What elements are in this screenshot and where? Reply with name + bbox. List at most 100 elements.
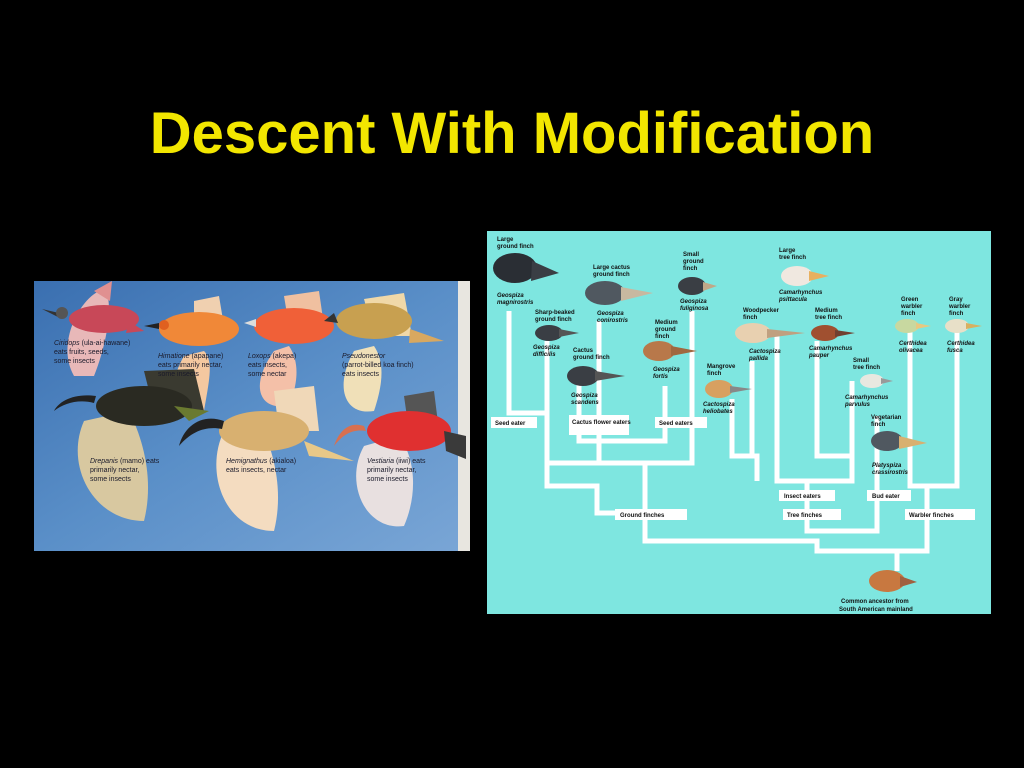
ciridops-label: Ciridops (ula-ai-hawane) [54,340,130,347]
hemignathus-label: Hemignathus (akialoa) [226,458,296,465]
large-ground-finch-latin-2: magnirostris [497,300,534,306]
small-tree-finch-head [860,374,893,388]
large-tree-finch-common-1: Large [779,248,796,254]
diet-seed-eaters: Seed eaters [659,421,693,427]
large-ground-finch-common-2: ground finch [497,244,534,250]
gray-warbler-latin-2: fusca [947,348,963,354]
large-ground-finch-head [493,253,559,283]
diet-box-insect-eaters [779,490,835,501]
sharp-beaked-finch-common-2: ground finch [535,317,572,323]
group-box-tree [783,509,841,520]
group-warbler-finches: Warbler finches [909,513,954,519]
large-cactus-finch-common-1: Large cactus [593,265,631,271]
small-tree-finch-common-1: Small [853,358,869,364]
pseudonestor-label: Pseudonestor [342,353,386,360]
vegetarian-finch-common-1: Vegetarian [871,415,902,421]
cactus-ground-finch-latin-1: Geospiza [571,393,598,399]
diet-insect-eaters: Insect eaters [784,494,821,500]
woodpecker-finch-latin-2: pallida [748,356,769,362]
cactus-ground-finch-common-2: ground finch [573,355,610,361]
small-tree-finch-latin-2: parvulus [844,402,871,408]
small-ground-finch-common-1: Small [683,252,699,258]
cactus-ground-finch-common-1: Cactus [573,348,594,354]
mangrove-finch-common-1: Mangrove [707,364,736,370]
vegetarian-finch-head [871,431,927,451]
diet-box-cactus-flower [569,415,629,435]
hemignathus-diet-1: eats insects, nectar [226,467,287,474]
medium-ground-finch-latin-1: Geospiza [653,367,680,373]
medium-tree-finch-latin-1: Camarhynchus [809,346,853,352]
large-cactus-finch-common-2: ground finch [593,272,630,278]
woodpecker-finch-common-2: finch [743,315,758,321]
slide-title: Descent With Modification [149,101,875,166]
ciridops-bird [42,281,144,376]
himatione-diet-1: eats primarily nectar, [158,362,223,369]
large-tree-finch-head [781,266,829,286]
hemignathus-bird [179,386,354,531]
medium-ground-finch-common-3: finch [655,334,670,340]
medium-ground-finch-common-1: Medium [655,320,678,326]
ancestor-label-2: South American mainland [839,607,913,613]
small-ground-finch-head [678,277,717,295]
vegetarian-finch-latin-2: crassirostris [872,470,909,476]
diet-cactus-flower-eaters: Cactus flower eaters [572,420,631,426]
common-ancestor-head [869,570,917,592]
green-warbler-common-3: finch [901,311,916,317]
sharp-beaked-finch-latin-1: Geospiza [533,345,560,351]
large-cactus-ground-finch-head [585,281,653,305]
large-tree-finch-common-2: tree finch [779,255,806,261]
vegetarian-finch-latin-1: Platyspiza [872,463,902,469]
medium-tree-finch-latin-2: pauper [808,353,830,359]
medium-tree-finch-common-2: tree finch [815,315,842,321]
finch-heads [493,253,982,592]
galapagos-finch-tree: Large ground finch Geospiza magnirostris… [487,231,991,614]
green-warbler-latin-2: olivacea [899,348,923,354]
diet-bud-eater: Bud eater [872,494,900,500]
medium-ground-finch-latin-2: fortis [653,374,669,380]
small-tree-finch-latin-1: Camarhynchus [845,395,889,401]
himatione-label: Himatione (apapane) [158,353,223,360]
sharp-beaked-finch-common-1: Sharp-beaked [535,310,575,316]
large-cactus-finch-latin-2: conirostris [597,318,629,324]
ciridops-diet-2: some insects [54,358,95,365]
diet-box-seed-eater [491,417,537,428]
small-ground-finch-latin-2: fuliginosa [680,306,709,312]
small-tree-finch-common-2: tree finch [853,365,880,371]
drepanis-label: Drepanis (mamo) eats [90,458,160,465]
diet-box-bud-eater [867,490,911,501]
woodpecker-finch-common-1: Woodpecker [743,308,780,314]
group-ground-finches: Ground finches [620,513,665,519]
large-tree-finch-latin-1: Camarhynchus [779,290,823,296]
mangrove-finch-head [705,380,752,398]
drepanis-bird [54,369,209,521]
pseudonestor-bird [324,293,444,412]
pseudonestor-diet-1: (parrot-billed koa finch) [342,362,414,369]
drepanis-diet-2: primarily nectar, [90,467,139,474]
gray-warbler-common-1: Gray [949,297,963,303]
medium-ground-finch-common-2: ground [655,327,676,333]
mangrove-finch-latin-1: Cactospiza [703,402,735,408]
pseudonestor-diet-2: eats insects [342,371,379,378]
loxops-diet-2: some nectar [248,371,287,378]
gray-warbler-latin-1: Certhidea [947,341,975,347]
large-ground-finch-common-1: Large [497,237,514,243]
gray-warbler-common-2: warbler [948,304,971,310]
loxops-label: Loxops (akepa) [248,353,296,360]
vestiaria-bird [334,391,466,527]
diet-box-seed-eaters [655,417,707,428]
cactus-ground-finch-head [567,366,625,386]
drepanis-diet-3: some insects [90,476,131,483]
medium-tree-finch-head [811,325,855,341]
medium-tree-finch-common-1: Medium [815,308,838,314]
group-box-warbler [905,509,975,520]
small-ground-finch-common-2: ground [683,259,704,265]
ciridops-diet-1: eats fruits, seeds, [54,349,109,356]
mangrove-finch-latin-2: heliobates [703,409,733,415]
group-tree-finches: Tree finches [787,513,823,519]
green-warbler-finch-head [895,319,931,333]
vegetarian-finch-common-2: finch [871,422,886,428]
sharp-beaked-ground-finch-head [535,325,579,341]
green-warbler-common-2: warbler [900,304,923,310]
mangrove-finch-common-2: finch [707,371,722,377]
tree-background [487,231,991,614]
